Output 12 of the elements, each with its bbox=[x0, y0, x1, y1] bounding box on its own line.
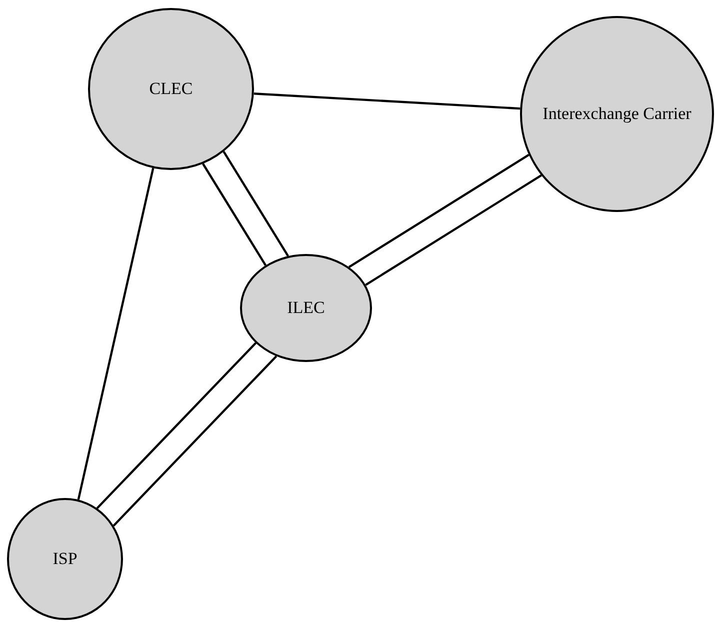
node-label: Interexchange Carrier bbox=[542, 103, 692, 126]
connector-line bbox=[96, 342, 257, 509]
connector-line bbox=[365, 174, 542, 286]
connector-line bbox=[348, 154, 530, 268]
connector-line bbox=[112, 355, 278, 526]
node-label: ISP bbox=[52, 548, 78, 570]
connector-line bbox=[77, 168, 154, 500]
connector-line bbox=[202, 163, 267, 266]
connector-line bbox=[254, 92, 520, 110]
node-label: ILEC bbox=[287, 297, 325, 320]
node-label: CLEC bbox=[149, 78, 193, 100]
connector-line bbox=[222, 151, 289, 257]
